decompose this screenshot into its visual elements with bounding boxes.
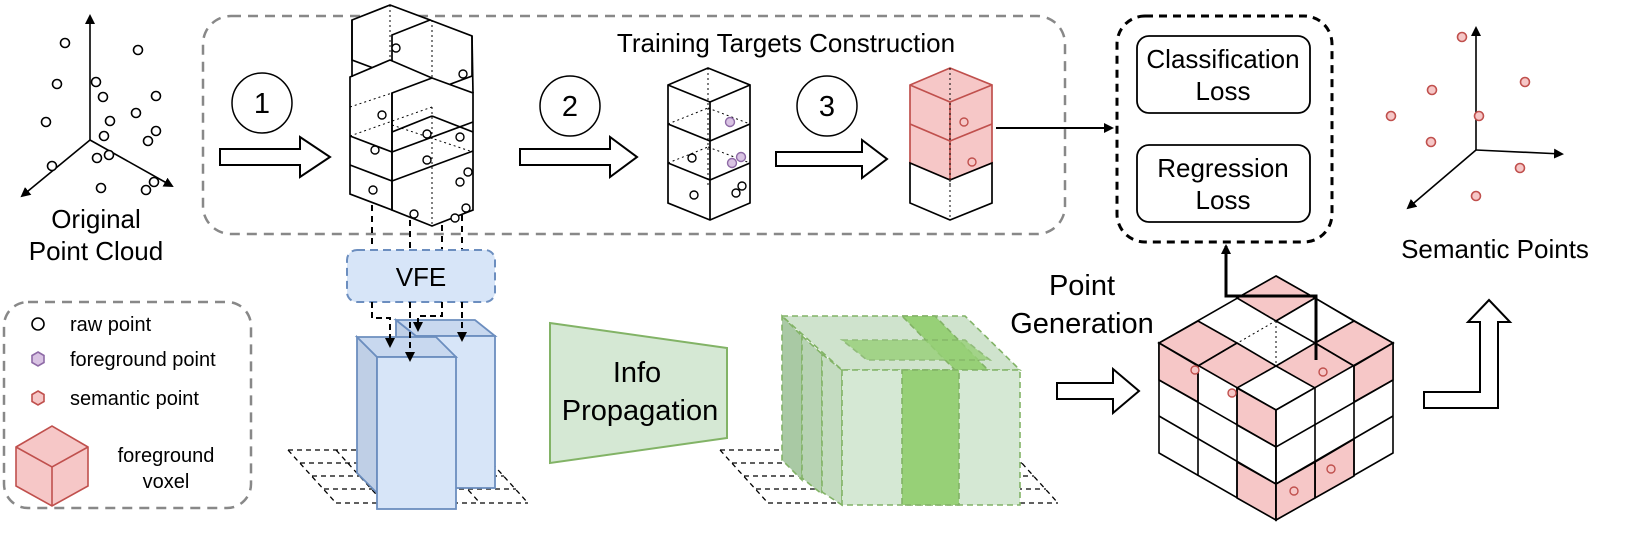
pillar-features xyxy=(354,318,498,510)
info-propagation-label-1: Info xyxy=(613,357,661,389)
vfe-box xyxy=(346,249,496,303)
raw-points xyxy=(40,37,162,196)
step-1-label: 1 xyxy=(254,88,270,120)
step-2: 2 xyxy=(539,75,601,137)
foreground-point-icon xyxy=(31,351,45,367)
step-1: 1 xyxy=(231,72,293,134)
regression-loss-box: Regression Loss xyxy=(1136,144,1311,223)
step-2-label: 2 xyxy=(562,91,578,123)
classification-loss-label-2: Loss xyxy=(1196,76,1251,106)
legend-raw-point: raw point xyxy=(70,314,152,336)
training-targets-title: Training Targets Construction xyxy=(617,28,955,58)
point-generation-label-1: Point xyxy=(1049,270,1115,302)
arrow-to-loss-from-cube xyxy=(1221,244,1318,360)
vfe-output-arrows xyxy=(371,302,467,362)
legend: raw point foreground point semantic poin… xyxy=(15,314,216,507)
classification-loss-label-1: Classification xyxy=(1146,44,1299,74)
original-point-cloud: Original Point Cloud xyxy=(20,14,174,266)
axes-icon xyxy=(20,14,174,198)
semantic-point-icon xyxy=(31,390,45,406)
step-3: 3 xyxy=(796,75,858,137)
legend-foreground-point: foreground point xyxy=(70,349,216,371)
generated-semantic-points xyxy=(1190,365,1336,496)
regression-loss-label-1: Regression xyxy=(1157,153,1289,183)
vfe-label: VFE xyxy=(396,262,447,292)
classification-loss-box: Classification Loss xyxy=(1136,35,1311,114)
axes-icon-semantic xyxy=(1406,26,1564,210)
semantic-point-cloud: Semantic Points xyxy=(1385,26,1589,264)
foreground-points-stack-2 xyxy=(724,116,747,169)
legend-semantic-point: semantic point xyxy=(70,388,199,410)
vfe-connectors xyxy=(371,205,463,250)
regression-loss-label-2: Loss xyxy=(1196,185,1251,215)
generated-voxel-cube xyxy=(1157,275,1395,522)
point-generation-label-2: Generation xyxy=(1010,308,1154,340)
arrow-step-2 xyxy=(519,135,639,179)
raw-point-icon xyxy=(31,317,45,331)
foreground-voxel-icon xyxy=(15,425,89,507)
legend-foreground-voxel-1: foreground xyxy=(118,445,215,467)
semantic-points-label: Semantic Points xyxy=(1401,234,1589,264)
step-3-label: 3 xyxy=(819,91,835,123)
loss-region xyxy=(1115,14,1334,244)
legend-foreground-voxel-2: voxel xyxy=(143,471,190,493)
arrow-generation xyxy=(1056,366,1141,416)
arrow-step-3 xyxy=(775,137,889,181)
info-propagation-block xyxy=(549,321,728,465)
original-cloud-label-1: Original xyxy=(51,204,141,234)
voxel-stack-large xyxy=(349,4,474,227)
arrow-up-semantic xyxy=(1423,298,1513,409)
voxel-stack-foreground xyxy=(667,67,751,221)
propagated-feature-volume xyxy=(779,314,1022,507)
voxel-stack-semantic xyxy=(909,67,993,181)
legend-box xyxy=(2,300,253,510)
arrow-step-1 xyxy=(219,135,332,179)
semantic-points-stack-3 xyxy=(959,117,977,167)
voxel-stack-large-points xyxy=(368,43,473,223)
original-cloud-label-2: Point Cloud xyxy=(29,236,163,266)
info-propagation-label-2: Propagation xyxy=(562,395,718,427)
raw-points-stack-2 xyxy=(687,153,747,200)
